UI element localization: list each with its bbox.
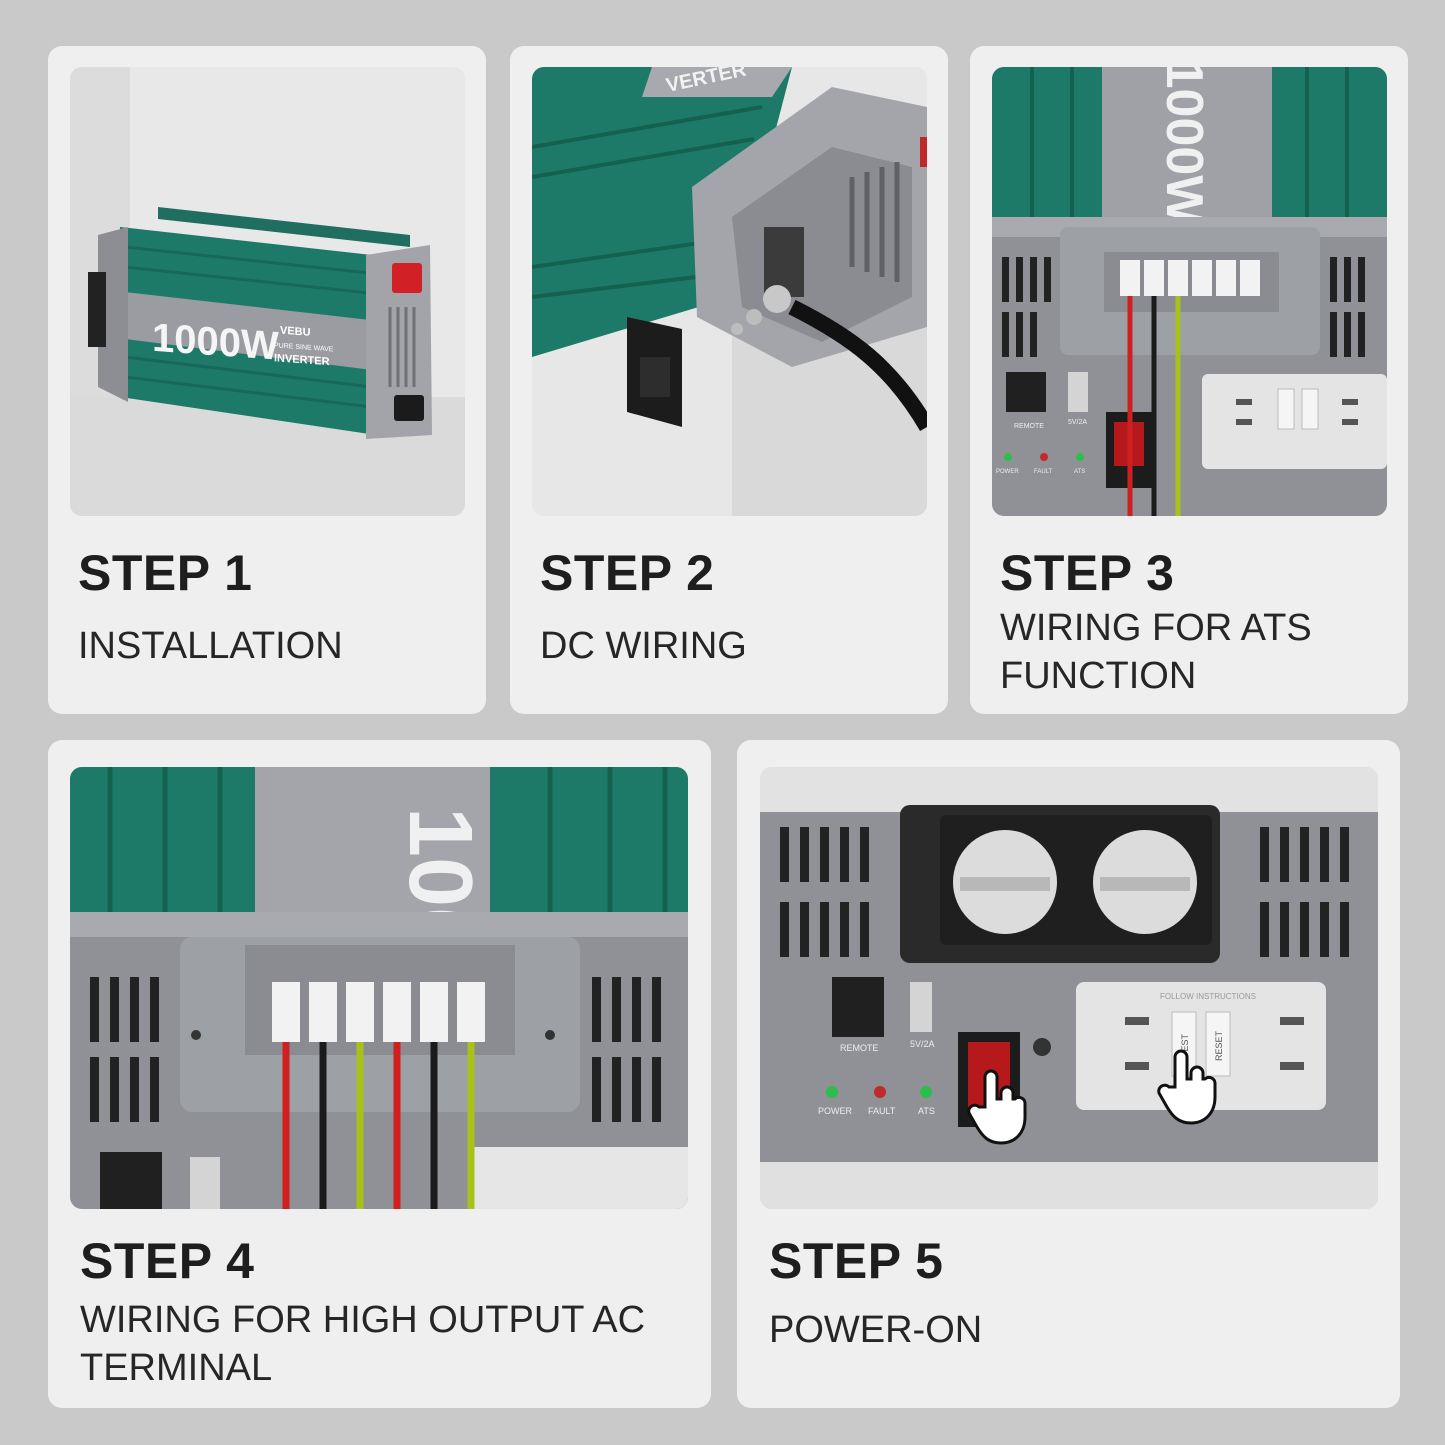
brand-label: VEBU xyxy=(280,325,311,339)
power-led-label-large: POWER xyxy=(818,1106,853,1116)
step-3-description: WIRING FOR ATS FUNCTION xyxy=(1000,607,1312,697)
usb-label: 5V/2A xyxy=(1068,419,1087,426)
step-5-image: REMOTE 5V/2A POWER FAULT ATS FOLLOW INST… xyxy=(760,767,1378,1209)
ats-led-label-large: ATS xyxy=(918,1106,935,1116)
step-2-image: VERTER xyxy=(532,67,927,516)
step-card-3: 1000W REMOTE 5 xyxy=(970,46,1408,714)
inverter-installation-illustration: 1000W VEBU PURE SINE WAVE INVERTER xyxy=(70,67,465,516)
step-card-1: 1000W VEBU PURE SINE WAVE INVERTER STEP … xyxy=(48,46,486,714)
remote-label: REMOTE xyxy=(1014,423,1044,430)
step-5-title: STEP 5 xyxy=(769,1233,944,1289)
wattage-label-rotated: 1000W xyxy=(1155,67,1213,225)
type-line-1: PURE SINE WAVE xyxy=(274,342,334,353)
type-line-2: INVERTER xyxy=(274,352,330,368)
remote-port-large xyxy=(832,977,884,1037)
test-button-label: TEST xyxy=(1180,1033,1190,1057)
gfci-note: FOLLOW INSTRUCTIONS xyxy=(1160,992,1256,1001)
step-2-description: DC WIRING xyxy=(540,625,747,667)
hand-pointer-icon xyxy=(967,1069,1027,1145)
power-on-illustration: REMOTE 5V/2A POWER FAULT ATS FOLLOW INST… xyxy=(760,767,1378,1209)
power-led-label: POWER xyxy=(996,469,1019,475)
remote-label-large: REMOTE xyxy=(840,1043,879,1053)
remote-port xyxy=(1006,372,1046,412)
step-card-2: VERTER STEP 2 DC WIRING xyxy=(510,46,948,714)
fault-led-label: FAULT xyxy=(1034,469,1053,475)
wattage-label: 1000W xyxy=(152,316,279,369)
hand-pointer-icon-2 xyxy=(1157,1049,1217,1125)
fault-led-label-large: FAULT xyxy=(868,1106,896,1116)
high-output-ac-wiring-illustration: 100 xyxy=(70,767,688,1209)
step-3-image: 1000W REMOTE 5 xyxy=(992,67,1387,516)
step-5-description: POWER-ON xyxy=(769,1309,983,1351)
step-3-title: STEP 3 xyxy=(1000,545,1175,601)
step-1-image: 1000W VEBU PURE SINE WAVE INVERTER xyxy=(70,67,465,516)
step-4-image: 100 xyxy=(70,767,688,1209)
step-1-title: STEP 1 xyxy=(78,545,253,601)
reset-button-label: RESET xyxy=(1214,1030,1224,1061)
usb-label-large: 5V/2A xyxy=(910,1039,935,1049)
step-4-description: WIRING FOR HIGH OUTPUT AC TERMINAL xyxy=(80,1299,646,1389)
step-card-4: 100 xyxy=(48,740,711,1408)
ats-wiring-illustration: 1000W REMOTE 5 xyxy=(992,67,1387,516)
ats-led-label: ATS xyxy=(1074,469,1085,475)
step-4-title: STEP 4 xyxy=(80,1233,255,1289)
dc-wiring-illustration: VERTER xyxy=(532,67,927,516)
step-1-description: INSTALLATION xyxy=(78,625,343,667)
step-2-title: STEP 2 xyxy=(540,545,715,601)
step-card-5: REMOTE 5V/2A POWER FAULT ATS FOLLOW INST… xyxy=(737,740,1400,1408)
